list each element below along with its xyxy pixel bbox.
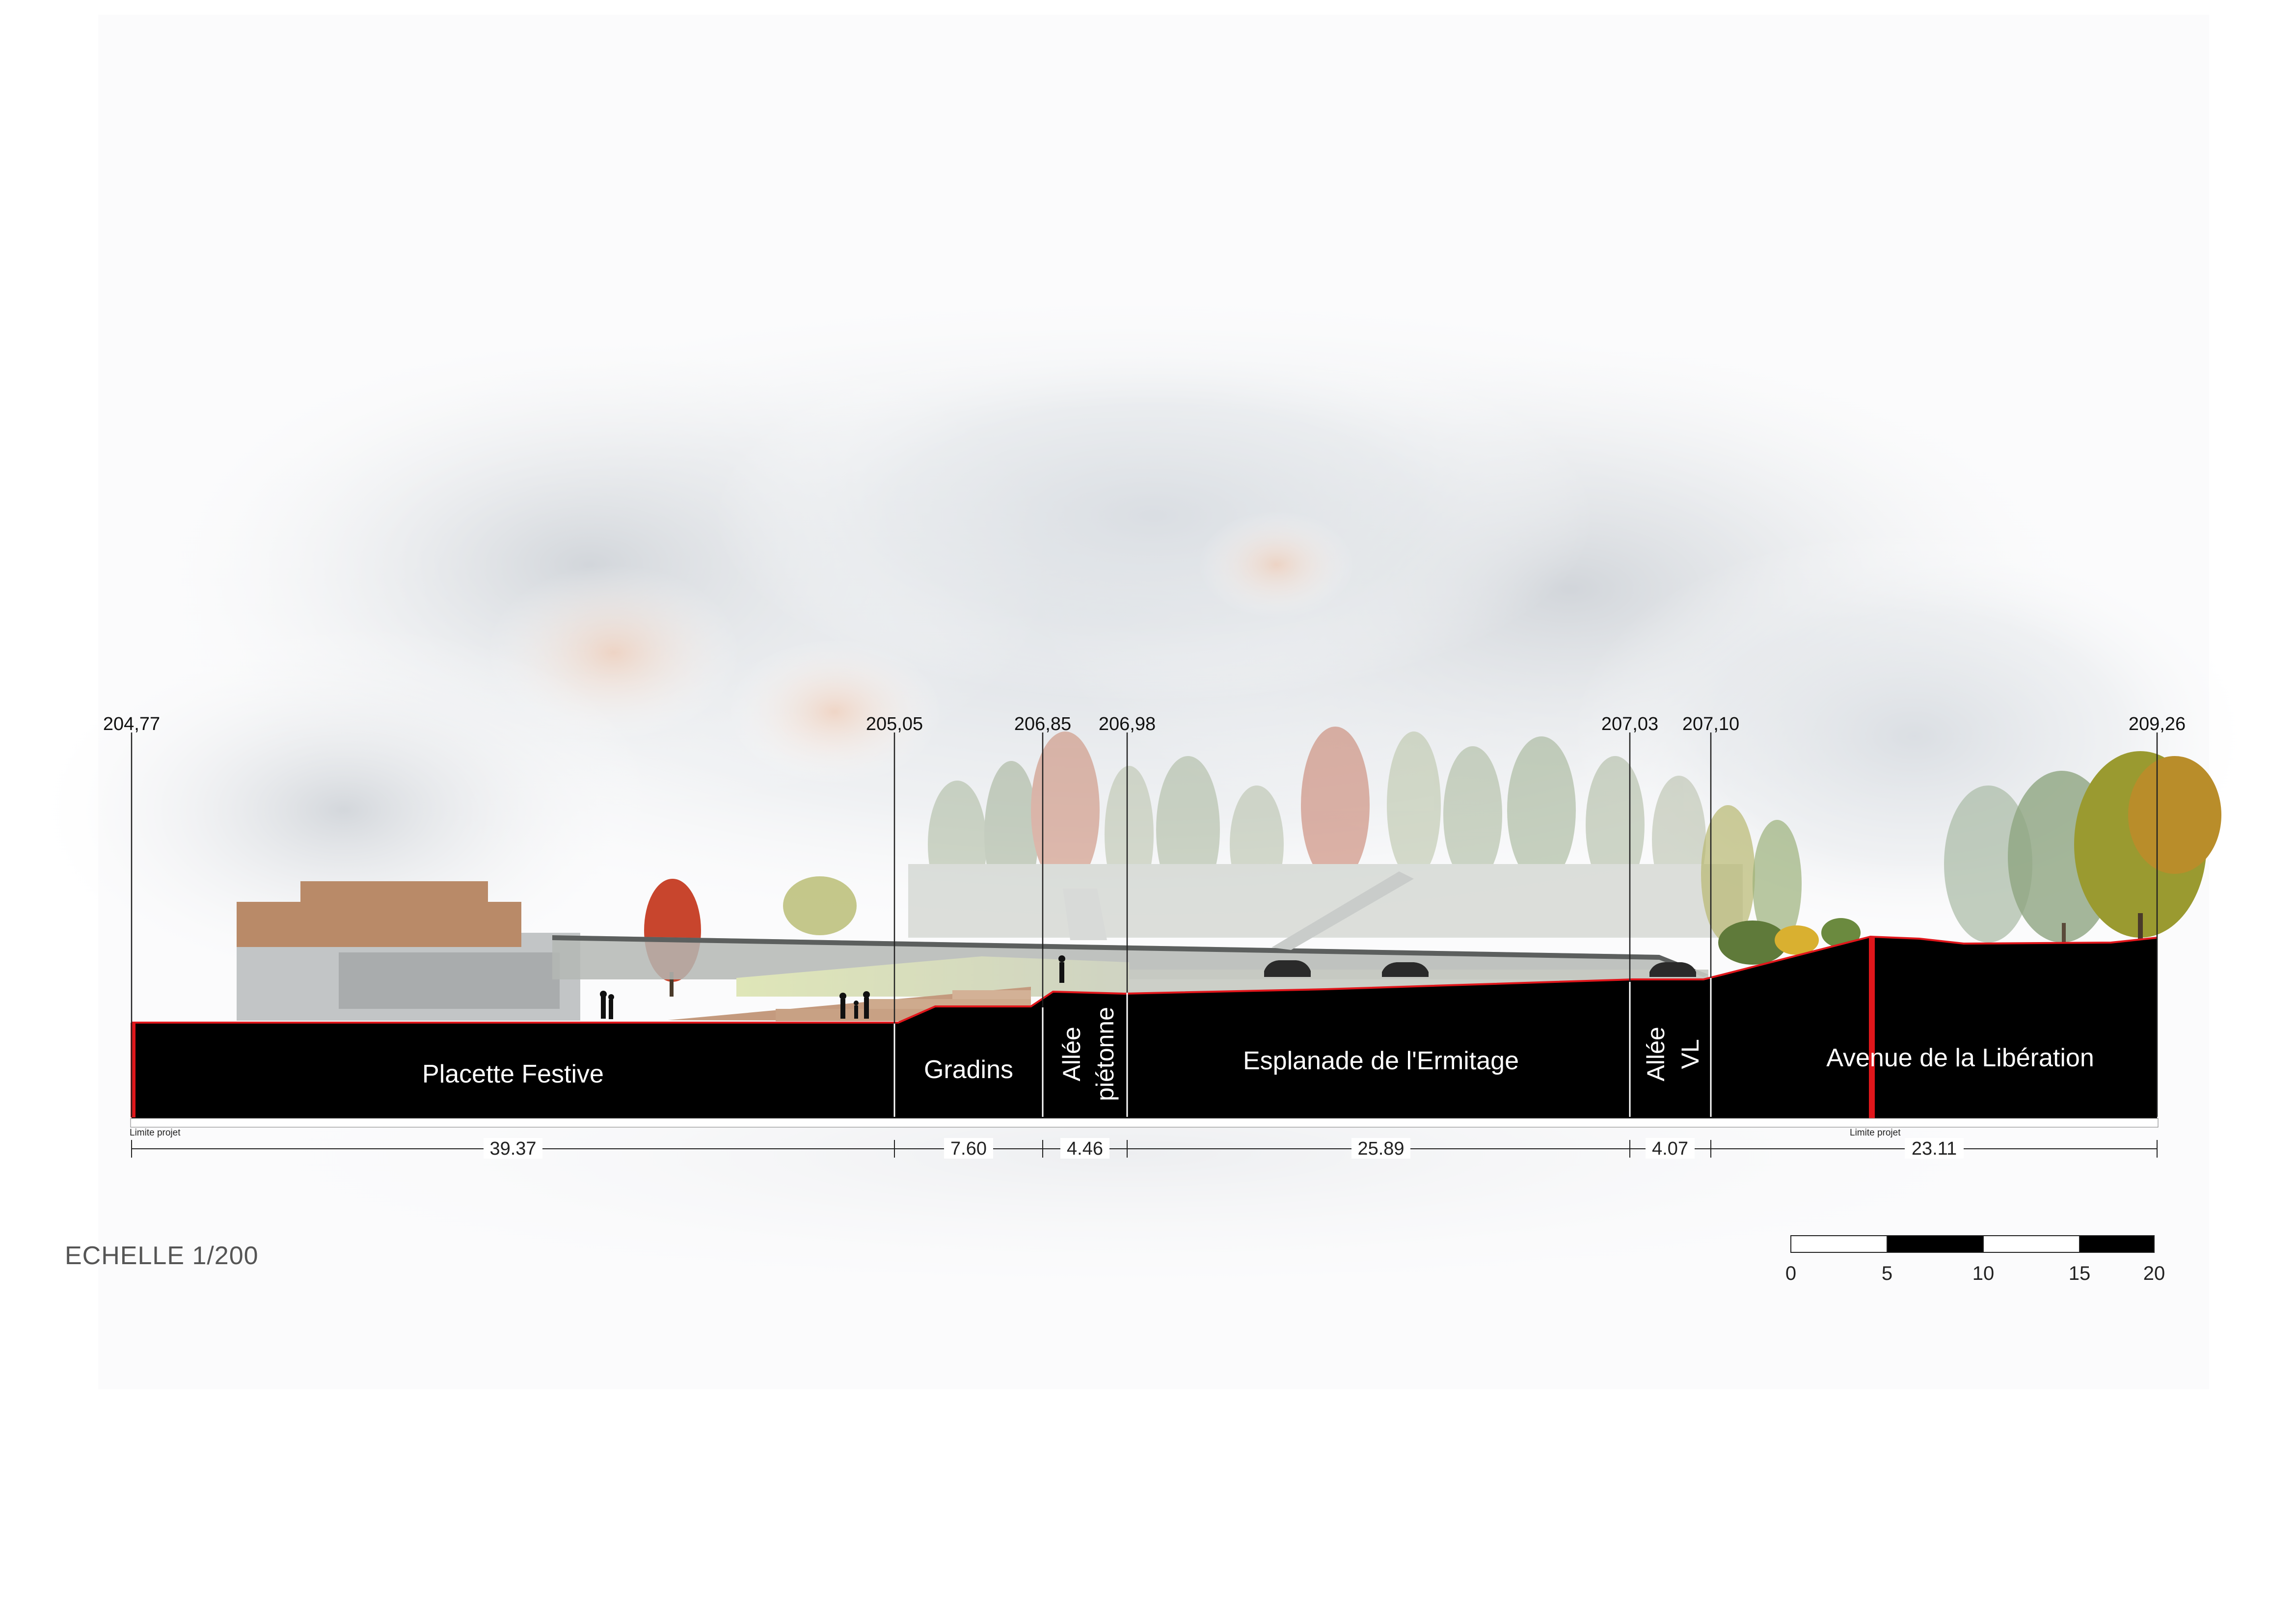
- scale-ticks: 0 5 10 15 20: [1785, 1263, 2165, 1284]
- zone-label-avenue-liberation: Avenue de la Libération: [1826, 1044, 2094, 1072]
- elevation-label: 205,05: [866, 714, 923, 734]
- scale-tick: 0: [1785, 1263, 1796, 1284]
- dimension-label: 39.37: [489, 1138, 536, 1159]
- scale-bar: [1790, 1235, 2155, 1253]
- sky-fog-background: [25, 15, 2258, 1389]
- elevation-label: 206,85: [1014, 714, 1071, 734]
- zone-label-placette-festive: Placette Festive: [422, 1060, 604, 1088]
- elevation-label: 204,77: [103, 714, 160, 734]
- dimension-label: 4.07: [1652, 1138, 1688, 1159]
- project-limit-marker-right: [1869, 937, 1875, 1118]
- vehicles: [1264, 960, 1696, 977]
- zone-label-allee-pietonne-1: Allée: [1058, 1027, 1085, 1081]
- scale-tick: 15: [2069, 1263, 2091, 1284]
- elevation-label: 207,03: [1601, 714, 1658, 734]
- scale-tick: 10: [1972, 1263, 1995, 1284]
- project-limit-marker-left: [131, 1023, 135, 1117]
- zone-labels: Placette Festive Gradins Allée piétonne …: [422, 1007, 2094, 1101]
- scale-title: ECHELLE 1/200: [65, 1242, 259, 1270]
- zone-label-esplanade: Esplanade de l'Ermitage: [1243, 1047, 1519, 1075]
- elevation-label: 206,98: [1099, 714, 1156, 734]
- section-baseline: [130, 1118, 2159, 1128]
- scale-tick: 20: [2143, 1263, 2165, 1284]
- people-silhouettes: [600, 955, 1065, 1019]
- elevation-label: 209,26: [2129, 714, 2186, 734]
- dimension-label: 7.60: [950, 1138, 987, 1159]
- zone-label-allee-vl-1: Allée: [1642, 1027, 1670, 1081]
- zone-label-allee-vl-2: VL: [1676, 1039, 1704, 1069]
- limit-label-right: Limite projet: [1850, 1128, 1901, 1138]
- ground-profile-line: [132, 935, 2158, 1024]
- scale-tick: 5: [1882, 1263, 1892, 1284]
- ground-section: [132, 937, 2157, 1118]
- dimension-label: 23.11: [1912, 1138, 1957, 1159]
- zone-separators: [893, 978, 1712, 1117]
- zone-label-gradins: Gradins: [924, 1056, 1013, 1084]
- dimension-labels: 39.37 7.60 4.46 25.89 4.07 23.11: [484, 1138, 1964, 1159]
- background-trees: [644, 727, 2221, 997]
- dimension-label: 25.89: [1357, 1138, 1404, 1159]
- dimension-line: [131, 1140, 2158, 1158]
- elevation-labels: 204,77 205,05 206,85 206,98 207,03 207,1…: [103, 714, 2186, 734]
- elevation-label: 207,10: [1682, 714, 1739, 734]
- zone-label-allee-pietonne-2: piétonne: [1091, 1007, 1119, 1101]
- pavilion-building: [237, 881, 580, 1021]
- limit-label-left: Limite projet: [130, 1128, 181, 1138]
- limit-labels: Limite projet Limite projet: [130, 1128, 1901, 1138]
- dimension-label: 4.46: [1067, 1138, 1103, 1159]
